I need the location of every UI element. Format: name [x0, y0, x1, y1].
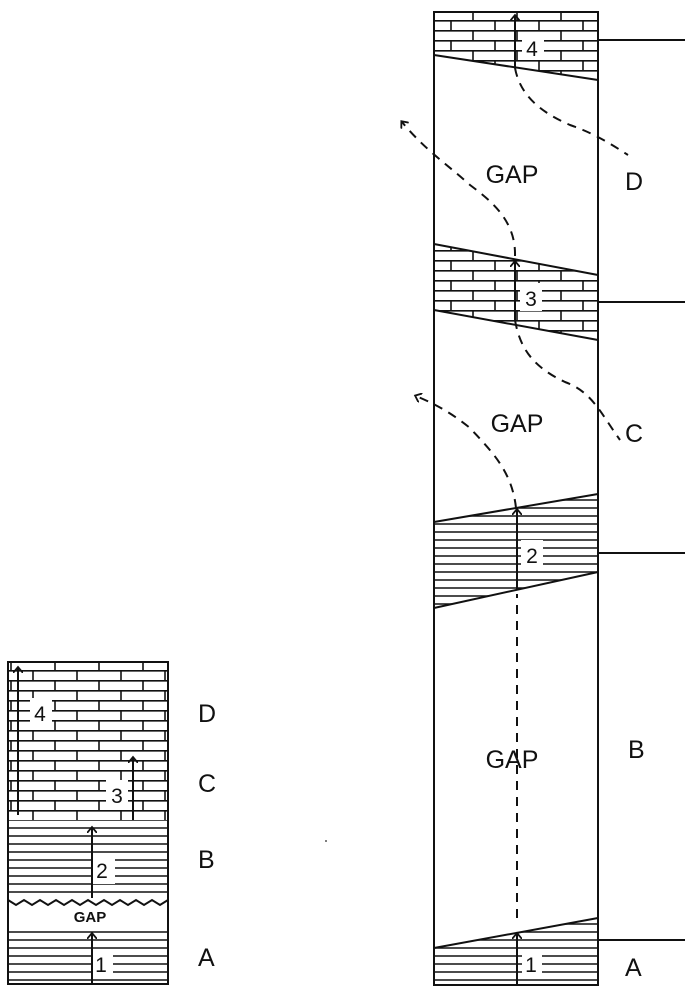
gap-zone — [8, 902, 168, 930]
bed-number-2: 2 — [96, 860, 108, 883]
unit-label-c: C — [198, 770, 216, 798]
unit-label-a: A — [198, 944, 215, 972]
composite-column: 4 3 2 1 GAP D C B A — [7, 661, 216, 985]
bed-2-shale — [8, 820, 168, 898]
bed-number-4: 4 — [34, 703, 46, 726]
bed-number-2: 2 — [526, 545, 538, 568]
bed-number-3: 3 — [525, 288, 537, 311]
unit-label-b: B — [198, 846, 215, 874]
composite-column-outline — [7, 661, 169, 985]
unconformity-wavy-line — [7, 898, 169, 907]
gap-label-upper: GAP — [486, 161, 539, 189]
unit-label-d: D — [625, 168, 643, 196]
gap-label: GAP — [74, 909, 107, 926]
dashed-curve-c — [514, 319, 621, 441]
bed-3-limestone — [8, 758, 168, 820]
bed-number-1: 1 — [95, 954, 107, 977]
bed-1-shale — [8, 930, 168, 984]
unit-label-c: C — [625, 420, 643, 448]
bed-number-4: 4 — [526, 38, 538, 61]
dashed-path-to-d — [402, 122, 517, 257]
field-column: 4 3 2 1 GAP GAP GAP D C B A — [402, 11, 685, 986]
gap-label-lower: GAP — [486, 746, 539, 774]
dashed-curve-d — [514, 67, 629, 156]
bed-number-1: 1 — [525, 954, 537, 977]
unit-label-a: A — [625, 954, 642, 982]
bed-number-3: 3 — [111, 785, 123, 808]
gap-label-middle: GAP — [491, 410, 544, 438]
unit-label-b: B — [628, 736, 645, 764]
unit-label-d: D — [198, 700, 216, 728]
